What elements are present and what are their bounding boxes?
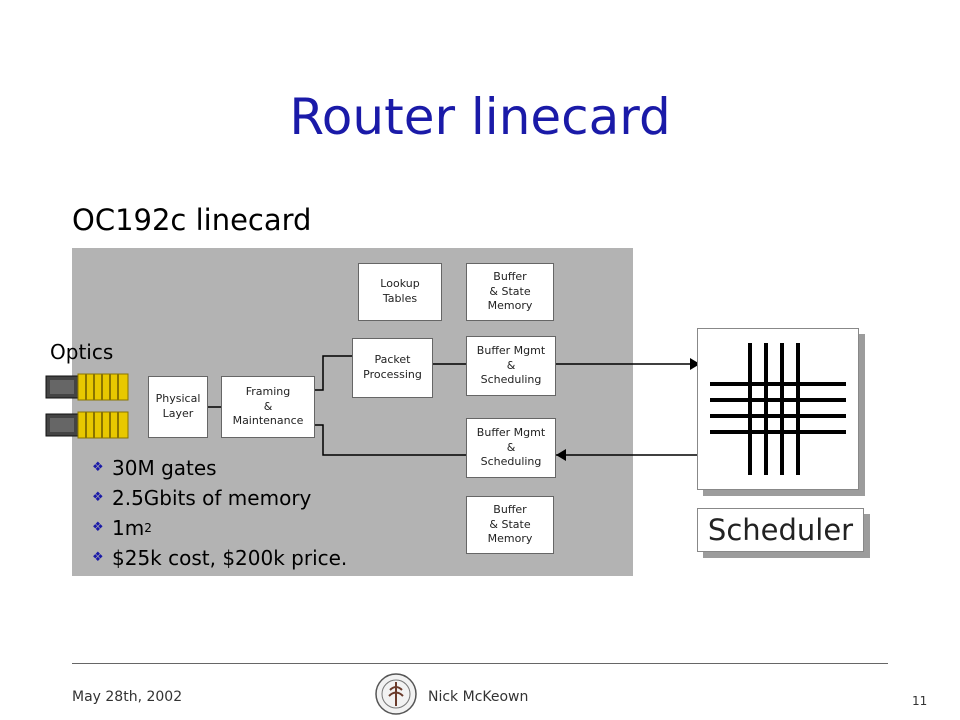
bullet-item: ❖2.5Gbits of memory xyxy=(92,483,347,513)
arrowhead-to-switch xyxy=(690,358,700,370)
lookup-tables-block: Lookup Tables xyxy=(358,263,442,321)
buffer-mgmt-scheduling-bottom: Buffer Mgmt & Scheduling xyxy=(466,418,556,478)
diamond-bullet-icon: ❖ xyxy=(92,490,104,505)
optics-connector-top xyxy=(45,373,129,401)
university-seal-icon xyxy=(375,673,417,715)
bullet-item: ❖30M gates xyxy=(92,453,347,483)
bullet-item: ❖$25k cost, $200k price. xyxy=(92,543,347,573)
wire-framing-packet xyxy=(315,355,352,391)
optics-connector-bottom xyxy=(45,411,129,439)
subtitle: OC192c linecard xyxy=(72,203,312,237)
slide-title: Router linecard xyxy=(289,88,671,146)
wire-framing-mgmt xyxy=(315,424,466,456)
page-number: 11 xyxy=(912,694,928,708)
arrowhead-to-mgmt xyxy=(556,449,566,461)
buffer-mgmt-scheduling-top: Buffer Mgmt & Scheduling xyxy=(466,336,556,396)
crossbar-switch xyxy=(697,328,859,490)
packet-processing-block: Packet Processing xyxy=(352,338,433,398)
diamond-bullet-icon: ❖ xyxy=(92,460,104,475)
buffer-state-memory-top: Buffer & State Memory xyxy=(466,263,554,321)
buffer-state-memory-bottom: Buffer & State Memory xyxy=(466,496,554,554)
optics-label: Optics xyxy=(50,340,114,364)
superscript: 2 xyxy=(144,521,152,535)
footer-date: May 28th, 2002 xyxy=(72,689,183,705)
diamond-bullet-icon: ❖ xyxy=(92,520,104,535)
scheduler-block: Scheduler xyxy=(697,508,864,552)
crossbar-grid-icon xyxy=(710,343,846,475)
footer-author: Nick McKeown xyxy=(428,689,529,705)
physical-layer-block: Physical Layer xyxy=(148,376,208,438)
diamond-bullet-icon: ❖ xyxy=(92,550,104,565)
footer-divider xyxy=(72,663,888,664)
framing-maintenance-block: Framing & Maintenance xyxy=(221,376,315,438)
